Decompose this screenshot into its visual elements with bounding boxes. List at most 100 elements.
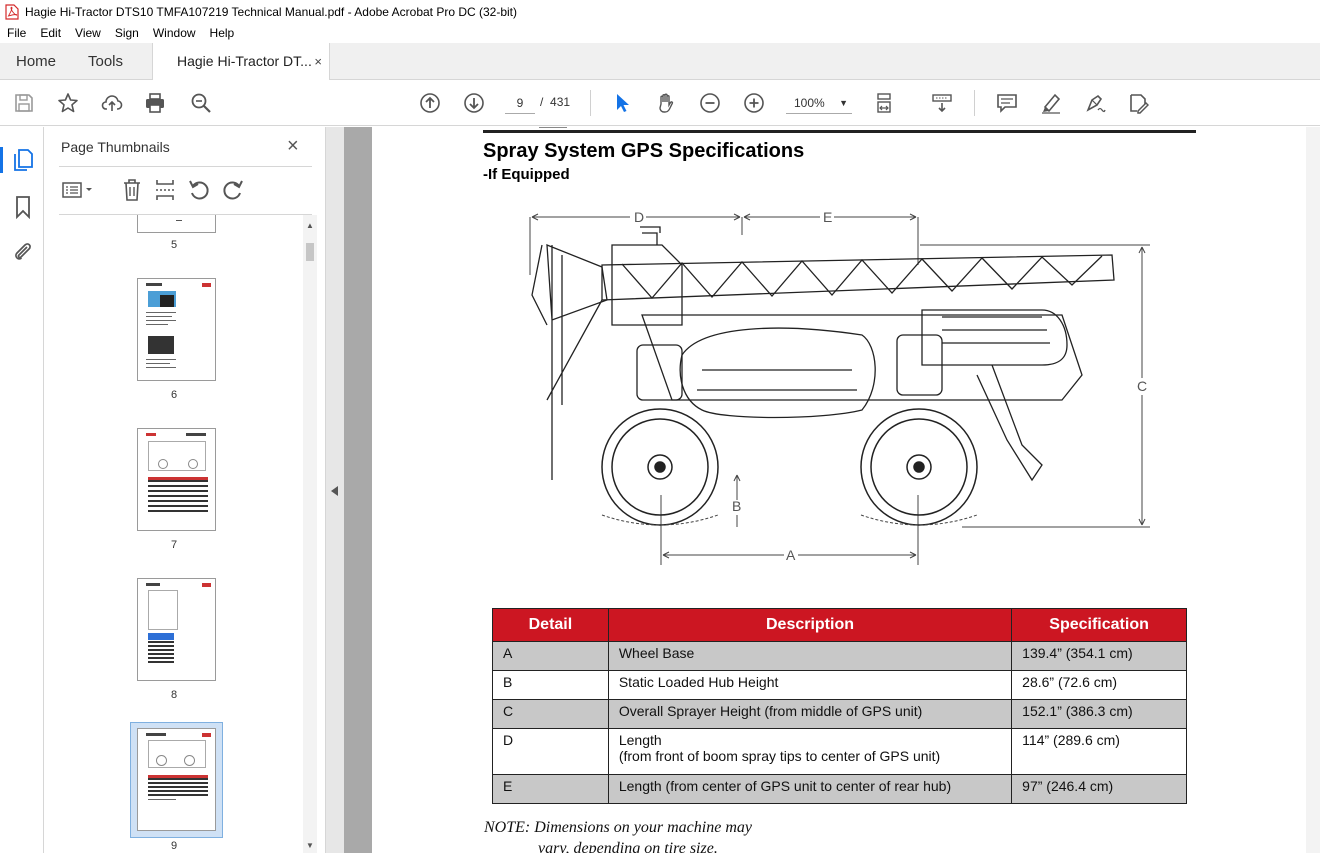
tab-document[interactable]: Hagie Hi-Tractor DT... × — [152, 43, 330, 81]
cell-detail: D — [492, 728, 609, 775]
close-tab-icon[interactable]: × — [314, 54, 322, 69]
thumbnail-options-icon[interactable] — [61, 179, 95, 201]
save-icon[interactable] — [12, 91, 36, 115]
cell-spec: 97” (246.4 cm) — [1011, 774, 1187, 804]
cell-detail: E — [492, 774, 609, 804]
draw-sign-icon[interactable] — [1083, 91, 1107, 115]
cell-description: Overall Sprayer Height (from middle of G… — [607, 699, 1013, 729]
thumbnail-list: 5 6 7 — [45, 215, 303, 853]
tab-document-label: Hagie Hi-Tractor DT... — [177, 53, 312, 69]
title-bar: Hagie Hi-Tractor DTS10 TMFA107219 Techni… — [0, 0, 1320, 23]
next-page-icon[interactable] — [462, 91, 486, 115]
previous-page-icon[interactable] — [418, 91, 442, 115]
panel-divider — [59, 166, 312, 167]
thumbnail-page-label: 9 — [170, 840, 178, 852]
zoom-out-icon[interactable] — [698, 91, 722, 115]
document-scrollbar[interactable] — [1306, 127, 1320, 853]
tab-tools[interactable]: Tools — [88, 53, 124, 70]
collapse-panel-arrow-icon[interactable] — [331, 486, 338, 496]
scroll-up-icon[interactable]: ▲ — [306, 221, 314, 230]
close-panel-icon[interactable]: × — [287, 135, 299, 157]
window-title: Hagie Hi-Tractor DTS10 TMFA107219 Techni… — [25, 4, 518, 19]
menu-file[interactable]: File — [7, 26, 27, 40]
page-thumbnail[interactable] — [137, 215, 216, 233]
delete-page-icon[interactable] — [121, 178, 143, 202]
panel-collapse-strip[interactable] — [326, 127, 344, 853]
toolbar-separator — [590, 90, 591, 116]
highlight-pen-icon[interactable] — [1039, 91, 1063, 115]
menu-edit[interactable]: Edit — [40, 26, 62, 40]
thumbnail-page-label: 5 — [170, 239, 178, 251]
insert-page-icon[interactable] — [154, 178, 176, 202]
toolbar-separator — [974, 90, 975, 116]
thumbnail-page-label: 8 — [170, 689, 178, 701]
tab-home[interactable]: Home — [16, 53, 57, 70]
dim-label-b: B — [732, 498, 741, 514]
select-cursor-icon[interactable] — [610, 91, 634, 115]
page-separator: / — [540, 95, 544, 109]
column-header-specification: Specification — [1011, 608, 1187, 642]
upload-cloud-icon[interactable] — [100, 91, 124, 115]
thumbnail-scrollbar[interactable]: ▲ ▼ — [303, 215, 317, 853]
document-viewport[interactable]: Spray System GPS Specifications -If Equi… — [344, 127, 1320, 853]
bookmarks-icon[interactable] — [13, 195, 33, 220]
menu-help[interactable]: Help — [209, 26, 235, 40]
menu-bar: File Edit View Sign Window Help — [0, 23, 1320, 43]
page-thumbnails-icon[interactable] — [11, 147, 35, 173]
print-icon[interactable] — [143, 91, 167, 115]
thumbnails-panel: Page Thumbnails × 5 — [45, 127, 326, 853]
column-header-description: Description — [607, 608, 1013, 642]
table-row: B Static Loaded Hub Height 28.6” (72.6 c… — [492, 670, 1187, 700]
page-thumbnail-selected[interactable] — [137, 728, 216, 831]
pdf-page: Spray System GPS Specifications -If Equi… — [372, 127, 1306, 853]
comment-icon[interactable] — [995, 91, 1019, 115]
cell-spec: 114” (289.6 cm) — [1011, 728, 1187, 775]
toolbar: ▼ — [0, 80, 1320, 185]
zoom-search-icon[interactable] — [189, 91, 213, 115]
more-tools-icon[interactable] — [1126, 91, 1150, 115]
rotate-clockwise-icon[interactable] — [222, 178, 244, 202]
active-indicator — [0, 147, 3, 173]
thumbnail-page-label: 6 — [170, 389, 178, 401]
left-rail — [0, 127, 44, 853]
fit-page-icon[interactable] — [874, 91, 898, 115]
cell-detail: C — [492, 699, 609, 729]
page-title: Spray System GPS Specifications — [483, 140, 805, 162]
zoom-level-value: 100% — [794, 96, 825, 110]
scroll-mode-icon[interactable] — [930, 91, 954, 115]
page-thumbnail[interactable] — [137, 578, 216, 681]
tab-bar: Home Tools Hagie Hi-Tractor DT... × — [0, 43, 1320, 81]
scrollbar-thumb[interactable] — [306, 243, 314, 261]
page-thumbnail[interactable] — [137, 278, 216, 381]
attachments-paperclip-icon[interactable] — [11, 240, 35, 264]
cell-detail: B — [492, 670, 609, 700]
panel-divider — [59, 214, 312, 215]
cell-description: Length (from center of GPS unit to cente… — [607, 774, 1013, 804]
column-header-detail: Detail — [492, 608, 609, 642]
dimension-note: NOTE: Dimensions on your machine may var… — [484, 817, 752, 853]
cell-spec: 139.4” (354.1 cm) — [1011, 641, 1187, 671]
menu-window[interactable]: Window — [152, 26, 196, 40]
cell-description-line1: Length — [618, 732, 662, 748]
sprayer-dimension-diagram: D E C B A — [529, 209, 1150, 565]
bookmark-star-icon[interactable] — [56, 91, 80, 115]
zoom-level-dropdown[interactable]: 100% ▼ — [786, 92, 852, 114]
cell-description: Wheel Base — [607, 641, 1013, 671]
page-number-input[interactable] — [505, 92, 535, 114]
menu-view[interactable]: View — [75, 26, 101, 40]
zoom-in-icon[interactable] — [742, 91, 766, 115]
page-header-mark — [539, 127, 567, 128]
total-pages: 431 — [550, 95, 571, 109]
panel-title: Page Thumbnails — [61, 139, 170, 155]
dim-label-a: A — [786, 547, 796, 563]
rotate-counterclockwise-icon[interactable] — [188, 178, 210, 202]
hand-tool-icon[interactable] — [654, 91, 678, 115]
dim-label-d: D — [634, 209, 644, 225]
dim-label-e: E — [823, 209, 832, 225]
page-thumbnail[interactable] — [137, 428, 216, 531]
cell-description: Static Loaded Hub Height — [607, 670, 1013, 700]
acrobat-pdf-icon — [5, 3, 19, 20]
scroll-down-icon[interactable]: ▼ — [306, 841, 314, 850]
menu-sign[interactable]: Sign — [114, 26, 139, 40]
cell-spec: 28.6” (72.6 cm) — [1011, 670, 1187, 700]
